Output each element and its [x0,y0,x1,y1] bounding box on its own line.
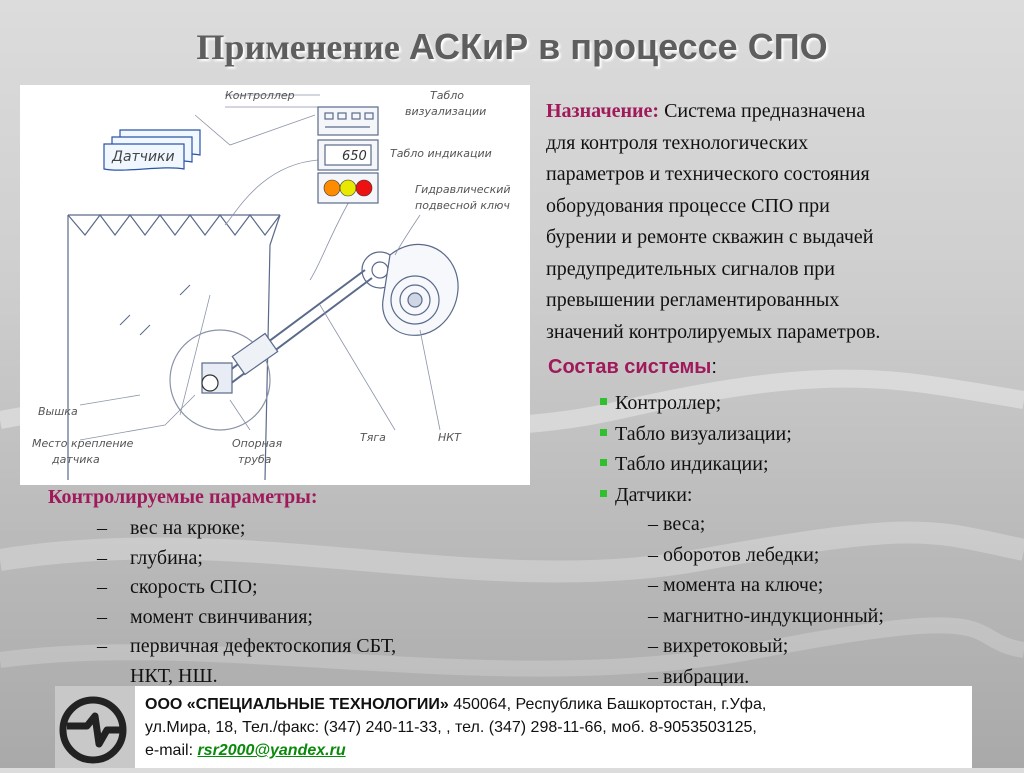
param-item: –момент свинчивания; [97,603,396,633]
param-continuation: НКТ, НШ. [130,664,218,687]
title-part2: АСКиР в процессе СПО [408,26,828,67]
label-pipe-1: Опорная [232,437,282,450]
sensor-item: – веса; [648,513,706,535]
purpose-line: бурении и ремонте скважин с выдачей [546,226,874,248]
purpose-line: Система предназначена [664,100,866,122]
display-value: 650 [342,149,367,164]
composition-item: Табло индикации; [615,453,769,475]
sensor-item: – вихретоковый; [648,635,789,657]
list-item: Табло индикации; [600,449,792,480]
light-yellow [339,179,357,197]
light-red [355,179,373,197]
dash: – [97,546,107,569]
email-label: e-mail: [145,742,198,759]
composition-colon: : [711,356,717,378]
diagram-svg: Контроллер Табло визуализации 650 Табло … [32,89,511,481]
system-diagram: Контроллер Табло визуализации 650 Табло … [20,85,530,485]
logo-icon [59,696,127,764]
light-orange [323,179,341,197]
composition-heading: Состав системы: [548,356,717,379]
param-text: момент свинчивания; [130,605,313,628]
param-item: –глубина; [97,544,396,574]
param-text: скорость СПО; [130,576,258,598]
label-sensors: Датчики [111,149,175,165]
purpose-heading: Назначение: [546,100,660,122]
label-tablo-ind: Табло индикации [390,147,492,160]
sensor-item: – вибрации. [648,665,750,688]
list-item: Табло визуализации; [600,419,792,450]
label-tablo-viz-2: визуализации [405,105,486,118]
params-heading: Контролируемые параметры: [48,486,318,508]
dash: – [97,576,107,598]
param-item: – вес на крюке; [97,514,396,544]
bullet-icon [600,428,607,436]
purpose-line: значений контролируемых параметров. [546,320,881,343]
label-mount-1: Место крепление [32,437,134,450]
email-link[interactable]: rsr2000@yandex.ru [197,742,346,759]
address-line2: ул.Мира, 18, Тел./факс: (347) 240-11-33,… [145,719,757,736]
params-list: –вес на крюке; –глубина; –скорость СПО; … [97,514,396,691]
composition-item: Табло визуализации; [615,422,792,445]
address-line1: 450064, Республика Башкортостан, г.Уфа, [448,696,767,713]
sensor-item: – оборотов лебедки; [648,543,820,566]
bullet-icon [600,489,607,497]
param-text: вес на крюке; [130,517,246,539]
label-tablo-viz-1: Табло [430,89,464,102]
param-item: – первичная дефектоскопия СБТ, НКТ, НШ. [97,632,396,691]
param-item: – скорость СПО; [97,573,396,603]
purpose-line: параметров и технического состояния [546,163,870,185]
bullet-icon [600,398,607,405]
label-controller: Контроллер [225,89,295,102]
label-rod: Тяга [360,431,386,444]
param-text: глубина; [130,546,203,569]
dash: – [97,517,107,539]
composition-item: Контроллер; [615,392,722,414]
sensor-item: – магнитно-индукционный; [648,604,884,627]
label-mount-2: датчика [51,453,100,466]
purpose-line: оборудования процессе СПО при [546,194,830,217]
list-item: Датчики: [600,480,792,511]
param-text: первичная дефектоскопия СБТ, [130,635,397,657]
list-item: Контроллер; [600,388,792,419]
purpose-block: Назначение: Система предназначена для ко… [546,96,986,348]
title-part1: Применение [196,27,400,67]
bullet-icon [600,459,607,466]
label-hydro-1: Гидравлический [415,183,511,196]
company-info: ООО «СПЕЦИАЛЬНЫЕ ТЕХНОЛОГИИ» 450064, Рес… [135,686,972,768]
page-title: Применение АСКиР в процессе СПО [0,26,1024,68]
composition-heading-text: Состав системы [548,356,712,378]
composition-item: Датчики: [615,483,693,506]
purpose-line: предупредительных сигналов при [546,257,835,280]
purpose-line: для контроля технологических [546,131,809,154]
dash: – [97,605,107,628]
footer: ООО «СПЕЦИАЛЬНЫЕ ТЕХНОЛОГИИ» 450064, Рес… [55,686,972,768]
purpose-line: превышении регламентированных [546,289,840,311]
company-name: ООО «СПЕЦИАЛЬНЫЕ ТЕХНОЛОГИИ» [145,696,449,713]
company-logo [55,686,140,768]
dash: – [97,635,107,657]
label-pipe-2: труба [238,453,272,466]
label-nkt: НКТ [438,431,462,444]
label-hydro-2: подвесной ключ [415,199,510,212]
sensor-list: – веса; – оборотов лебедки; – момента на… [648,509,884,692]
composition-list: Контроллер; Табло визуализации; Табло ин… [600,388,792,510]
sensor-item: – момента на ключе; [648,574,824,596]
label-tower: Вышка [38,405,78,418]
